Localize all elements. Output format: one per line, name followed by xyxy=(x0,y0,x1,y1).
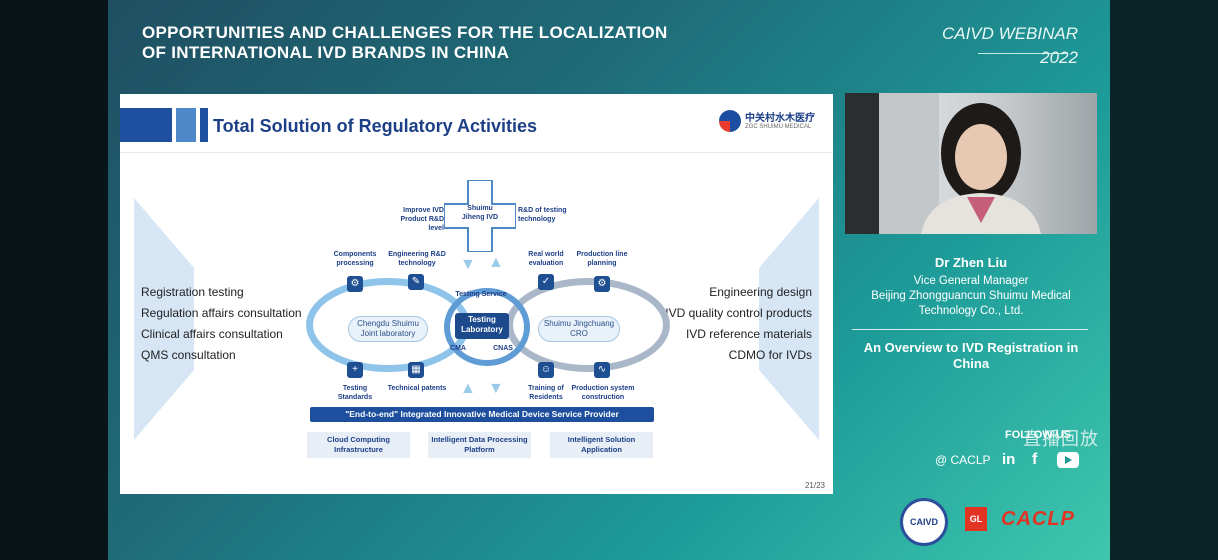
speaker-video[interactable] xyxy=(845,93,1097,234)
patents-label: Technical patents xyxy=(387,385,447,392)
engineering-label: Engineering R&D technology xyxy=(388,251,446,267)
event-name: CAIVD WEBINAR xyxy=(941,24,1078,43)
engineering-icon: ✎ xyxy=(408,274,424,290)
youtube-icon[interactable] xyxy=(1057,452,1079,468)
chengdu-lab-box: Chengdu Shuimu Joint laboratory xyxy=(348,316,428,342)
production-line-label: Production line planning xyxy=(576,251,628,267)
right-funnel-shape xyxy=(759,198,819,440)
platform-box: Intelligent Data Processing Platform xyxy=(428,432,531,458)
speaker-portrait xyxy=(845,93,1041,234)
arrow-up-icon: ▲ xyxy=(460,380,476,397)
components-icon: ⚙ xyxy=(347,276,363,292)
event-divider xyxy=(978,53,1066,54)
standards-icon: + xyxy=(347,362,363,378)
event-label: CAIVD WEBINAR 2022 xyxy=(942,24,1078,68)
linkedin-icon[interactable]: in xyxy=(1002,451,1016,468)
cross-center-label: Shuimu Jiheng IVD xyxy=(461,205,499,221)
speaker-name: Dr Zhen Liu xyxy=(934,255,1008,270)
logo-subtext: ZGC SHUIMU MEDICAL xyxy=(745,123,812,130)
speaker-title: Vice General Manager xyxy=(913,275,1029,287)
replay-watermark: 直播回放 xyxy=(1023,429,1099,449)
production-system-label: Production system construction xyxy=(571,385,635,401)
speaker-role: Vice General Manager Beijing Zhongguancu… xyxy=(845,274,1097,319)
webinar-frame: OPPORTUNITIES AND CHALLENGES FOR THE LOC… xyxy=(108,0,1110,560)
facebook-icon[interactable]: f xyxy=(1032,451,1038,468)
arrow-down-icon: ▼ xyxy=(488,380,504,397)
platform-box: Intelligent Solution Application xyxy=(550,432,653,458)
production-line-icon: ⚙ xyxy=(594,276,610,292)
left-black-bar xyxy=(0,0,108,560)
left-service-item: Regulation affairs consultation xyxy=(141,306,302,320)
cross-right-label: R&D of testing technology xyxy=(518,207,567,223)
left-service-item: Registration testing xyxy=(141,285,244,299)
title-accent-bar xyxy=(120,108,208,142)
cross-shape xyxy=(444,180,516,252)
right-service-item: IVD quality control products xyxy=(665,306,812,320)
cross-left-label: Improve IVD Product R&D level xyxy=(400,207,444,232)
speaker-company-line2: Technology Co., Ltd. xyxy=(918,305,1024,317)
components-label: Components processing xyxy=(333,251,377,267)
page-number: 21/23 xyxy=(804,481,825,490)
webinar-title-line1: OPPORTUNITIES AND CHALLENGES FOR THE LOC… xyxy=(142,23,668,42)
service-provider-band: "End-to-end" Integrated Innovative Medic… xyxy=(310,407,654,422)
right-service-list: Engineering design IVD quality control p… xyxy=(665,282,812,366)
jingchuang-cro-box: Shuimu Jingchuang CRO xyxy=(538,316,620,342)
shuimu-logo: 中关村水木医疗 ZGC SHUIMU MEDICAL xyxy=(719,110,815,132)
left-funnel-shape xyxy=(134,198,194,440)
center-ring xyxy=(444,288,530,366)
cma-label: CMA xyxy=(450,345,466,352)
slide-title: Total Solution of Regulatory Activities xyxy=(213,116,538,136)
logo-mark-icon xyxy=(719,110,741,132)
right-service-item: CDMO for IVDs xyxy=(728,348,812,362)
platform-box: Cloud Computing Infrastructure xyxy=(307,432,410,458)
ring-label: Testing Service xyxy=(455,291,507,298)
talk-title: An Overview to IVD Registration in China xyxy=(863,340,1079,371)
event-year: 2022 xyxy=(1040,48,1078,67)
social-handle: @ CACLP xyxy=(935,453,991,467)
left-service-item: Clinical affairs consultation xyxy=(141,327,283,341)
standards-label: Testing Standards xyxy=(337,385,373,401)
speaker-divider xyxy=(852,329,1088,330)
webinar-title: OPPORTUNITIES AND CHALLENGES FOR THE LOC… xyxy=(142,23,668,63)
training-icon: ☺ xyxy=(538,362,554,378)
evaluation-icon: ✓ xyxy=(538,274,554,290)
right-service-item: IVD reference materials xyxy=(685,327,812,341)
arrow-down-icon: ▼ xyxy=(460,256,476,273)
caclp-logo: CACLP xyxy=(1001,508,1075,530)
right-service-item: Engineering design xyxy=(709,285,812,299)
logo-text: 中关村水木医疗 xyxy=(745,112,815,124)
training-label: Training of Residents xyxy=(528,385,564,401)
gl-logo: GL xyxy=(965,507,987,531)
speaker-company: Beijing Zhongguancun Shuimu Medical xyxy=(871,290,1071,302)
slide-divider xyxy=(120,152,833,153)
arrow-up-icon: ▲ xyxy=(488,254,504,271)
left-service-list: Registration testing Regulation affairs … xyxy=(141,282,302,366)
webinar-title-line2: OF INTERNATIONAL IVD BRANDS IN CHINA xyxy=(142,43,510,62)
left-service-item: QMS consultation xyxy=(141,348,236,362)
cnas-label: CNAS xyxy=(493,345,513,352)
follow-us-label: FOLLOW US xyxy=(1005,429,1071,441)
right-black-bar xyxy=(1110,0,1218,560)
real-world-label: Real world evaluation xyxy=(528,251,564,267)
patents-icon: ▦ xyxy=(408,362,424,378)
caivd-badge: CAIVD xyxy=(900,498,948,546)
production-system-icon: ∿ xyxy=(594,362,610,378)
testing-lab-box: Testing Laboratory xyxy=(455,313,509,339)
presentation-slide: Total Solution of Regulatory Activities … xyxy=(120,94,833,494)
